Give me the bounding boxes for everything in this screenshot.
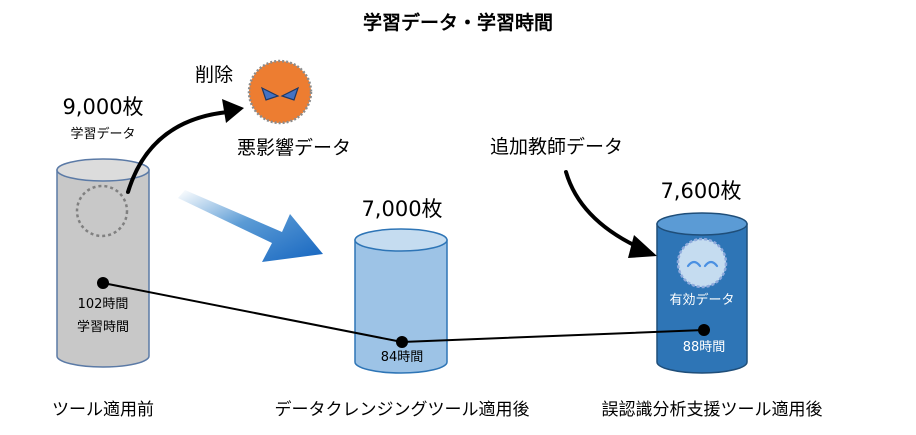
before-count: 9,000枚 xyxy=(62,95,144,119)
before-caption: ツール適用前 xyxy=(52,400,154,420)
before-hours: 102時間 xyxy=(77,297,129,312)
effective-data-label: 有効データ xyxy=(669,293,735,308)
bad-data-label: 悪影響データ xyxy=(237,137,352,159)
cleansed-count: 7,000枚 xyxy=(361,197,443,221)
removed-data-outline xyxy=(75,184,129,238)
added-data-label: 追加教師データ xyxy=(490,136,624,158)
before-count-sub: 学習データ xyxy=(70,127,136,142)
transition-arrow xyxy=(178,190,323,262)
diagram-title: 学習データ・学習時間 xyxy=(362,12,553,34)
before-hours-sub: 学習時間 xyxy=(76,320,130,335)
happy-face-icon xyxy=(676,237,728,289)
delete-label: 削除 xyxy=(195,64,234,86)
cleansed-cylinder xyxy=(354,228,448,374)
cleansed-caption: データクレンジングツール適用後 xyxy=(274,400,530,420)
analysis-caption: 誤認識分析支援ツール適用後 xyxy=(601,400,823,420)
delete-arrow xyxy=(126,99,244,194)
analysis-count: 7,600枚 xyxy=(660,179,742,203)
before-cylinder xyxy=(56,158,150,368)
hours-marker-cleansed xyxy=(396,336,408,348)
cleansed-hours: 84時間 xyxy=(380,350,424,365)
analysis-hours: 88時間 xyxy=(682,340,726,355)
hours-marker-before xyxy=(97,277,109,289)
analysis-cylinder xyxy=(656,212,748,374)
add-arrow xyxy=(564,170,657,258)
angry-face-icon xyxy=(247,59,313,125)
hours-marker-analysis xyxy=(698,324,710,336)
